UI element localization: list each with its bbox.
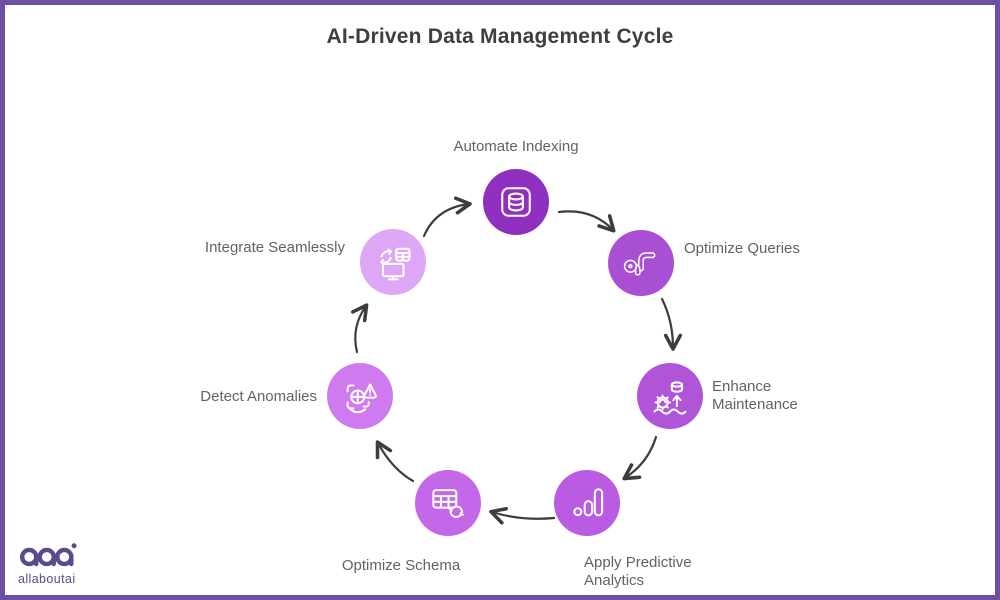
table-refresh-icon (432, 489, 465, 518)
arrow-maintenance-to-analytics (622, 435, 658, 481)
step-node-integrate-seamlessly (360, 229, 426, 295)
step-node-enhance-maintenance (637, 363, 703, 429)
step-node-apply-predictive-analytics (554, 470, 620, 536)
arrow-schema-to-anomalies (375, 440, 415, 483)
database-icon (501, 187, 531, 217)
gear-upgrade-database-icon (653, 381, 687, 415)
step-circle (637, 363, 703, 429)
sync-devices-icon (380, 247, 411, 281)
step-label-integrate-seamlessly: Integrate Seamlessly (204, 239, 345, 256)
step-label-apply-predictive-analytics: Apply Predictive Analytics (584, 554, 692, 589)
allaboutai-logo-text: allaboutai (18, 572, 76, 586)
step-label-optimize-schema: Optimize Schema (341, 557, 461, 574)
arrow-automate-to-queries (557, 210, 616, 233)
step-circle (554, 470, 620, 536)
page-title: AI-Driven Data Management Cycle (326, 25, 674, 48)
step-node-optimize-queries (608, 230, 674, 296)
step-circle (608, 230, 674, 296)
step-node-automate-indexing (483, 169, 549, 235)
step-node-detect-anomalies (327, 363, 393, 429)
analytics-bars-icon (573, 488, 604, 517)
query-flow-icon (623, 252, 656, 276)
arrow-analytics-to-schema (489, 506, 556, 525)
allaboutai-logo-mark (19, 543, 77, 567)
step-circle (415, 470, 481, 536)
step-circle (327, 363, 393, 429)
scan-warning-icon (346, 383, 377, 414)
step-node-optimize-schema (415, 470, 481, 536)
step-label-automate-indexing: Automate Indexing (453, 138, 579, 155)
allaboutai-logo: allaboutai (18, 541, 104, 586)
step-label-detect-anomalies: Detect Anomalies (200, 388, 317, 405)
step-circle (360, 229, 426, 295)
arrow-queries-to-maintenance (660, 297, 683, 351)
arrow-anomalies-to-integrate (350, 303, 369, 354)
step-circle (483, 169, 549, 235)
step-label-optimize-queries: Optimize Queries (684, 240, 800, 257)
step-label-enhance-maintenance: Enhance Maintenance (712, 378, 798, 413)
arrow-integrate-to-automate (422, 196, 472, 238)
